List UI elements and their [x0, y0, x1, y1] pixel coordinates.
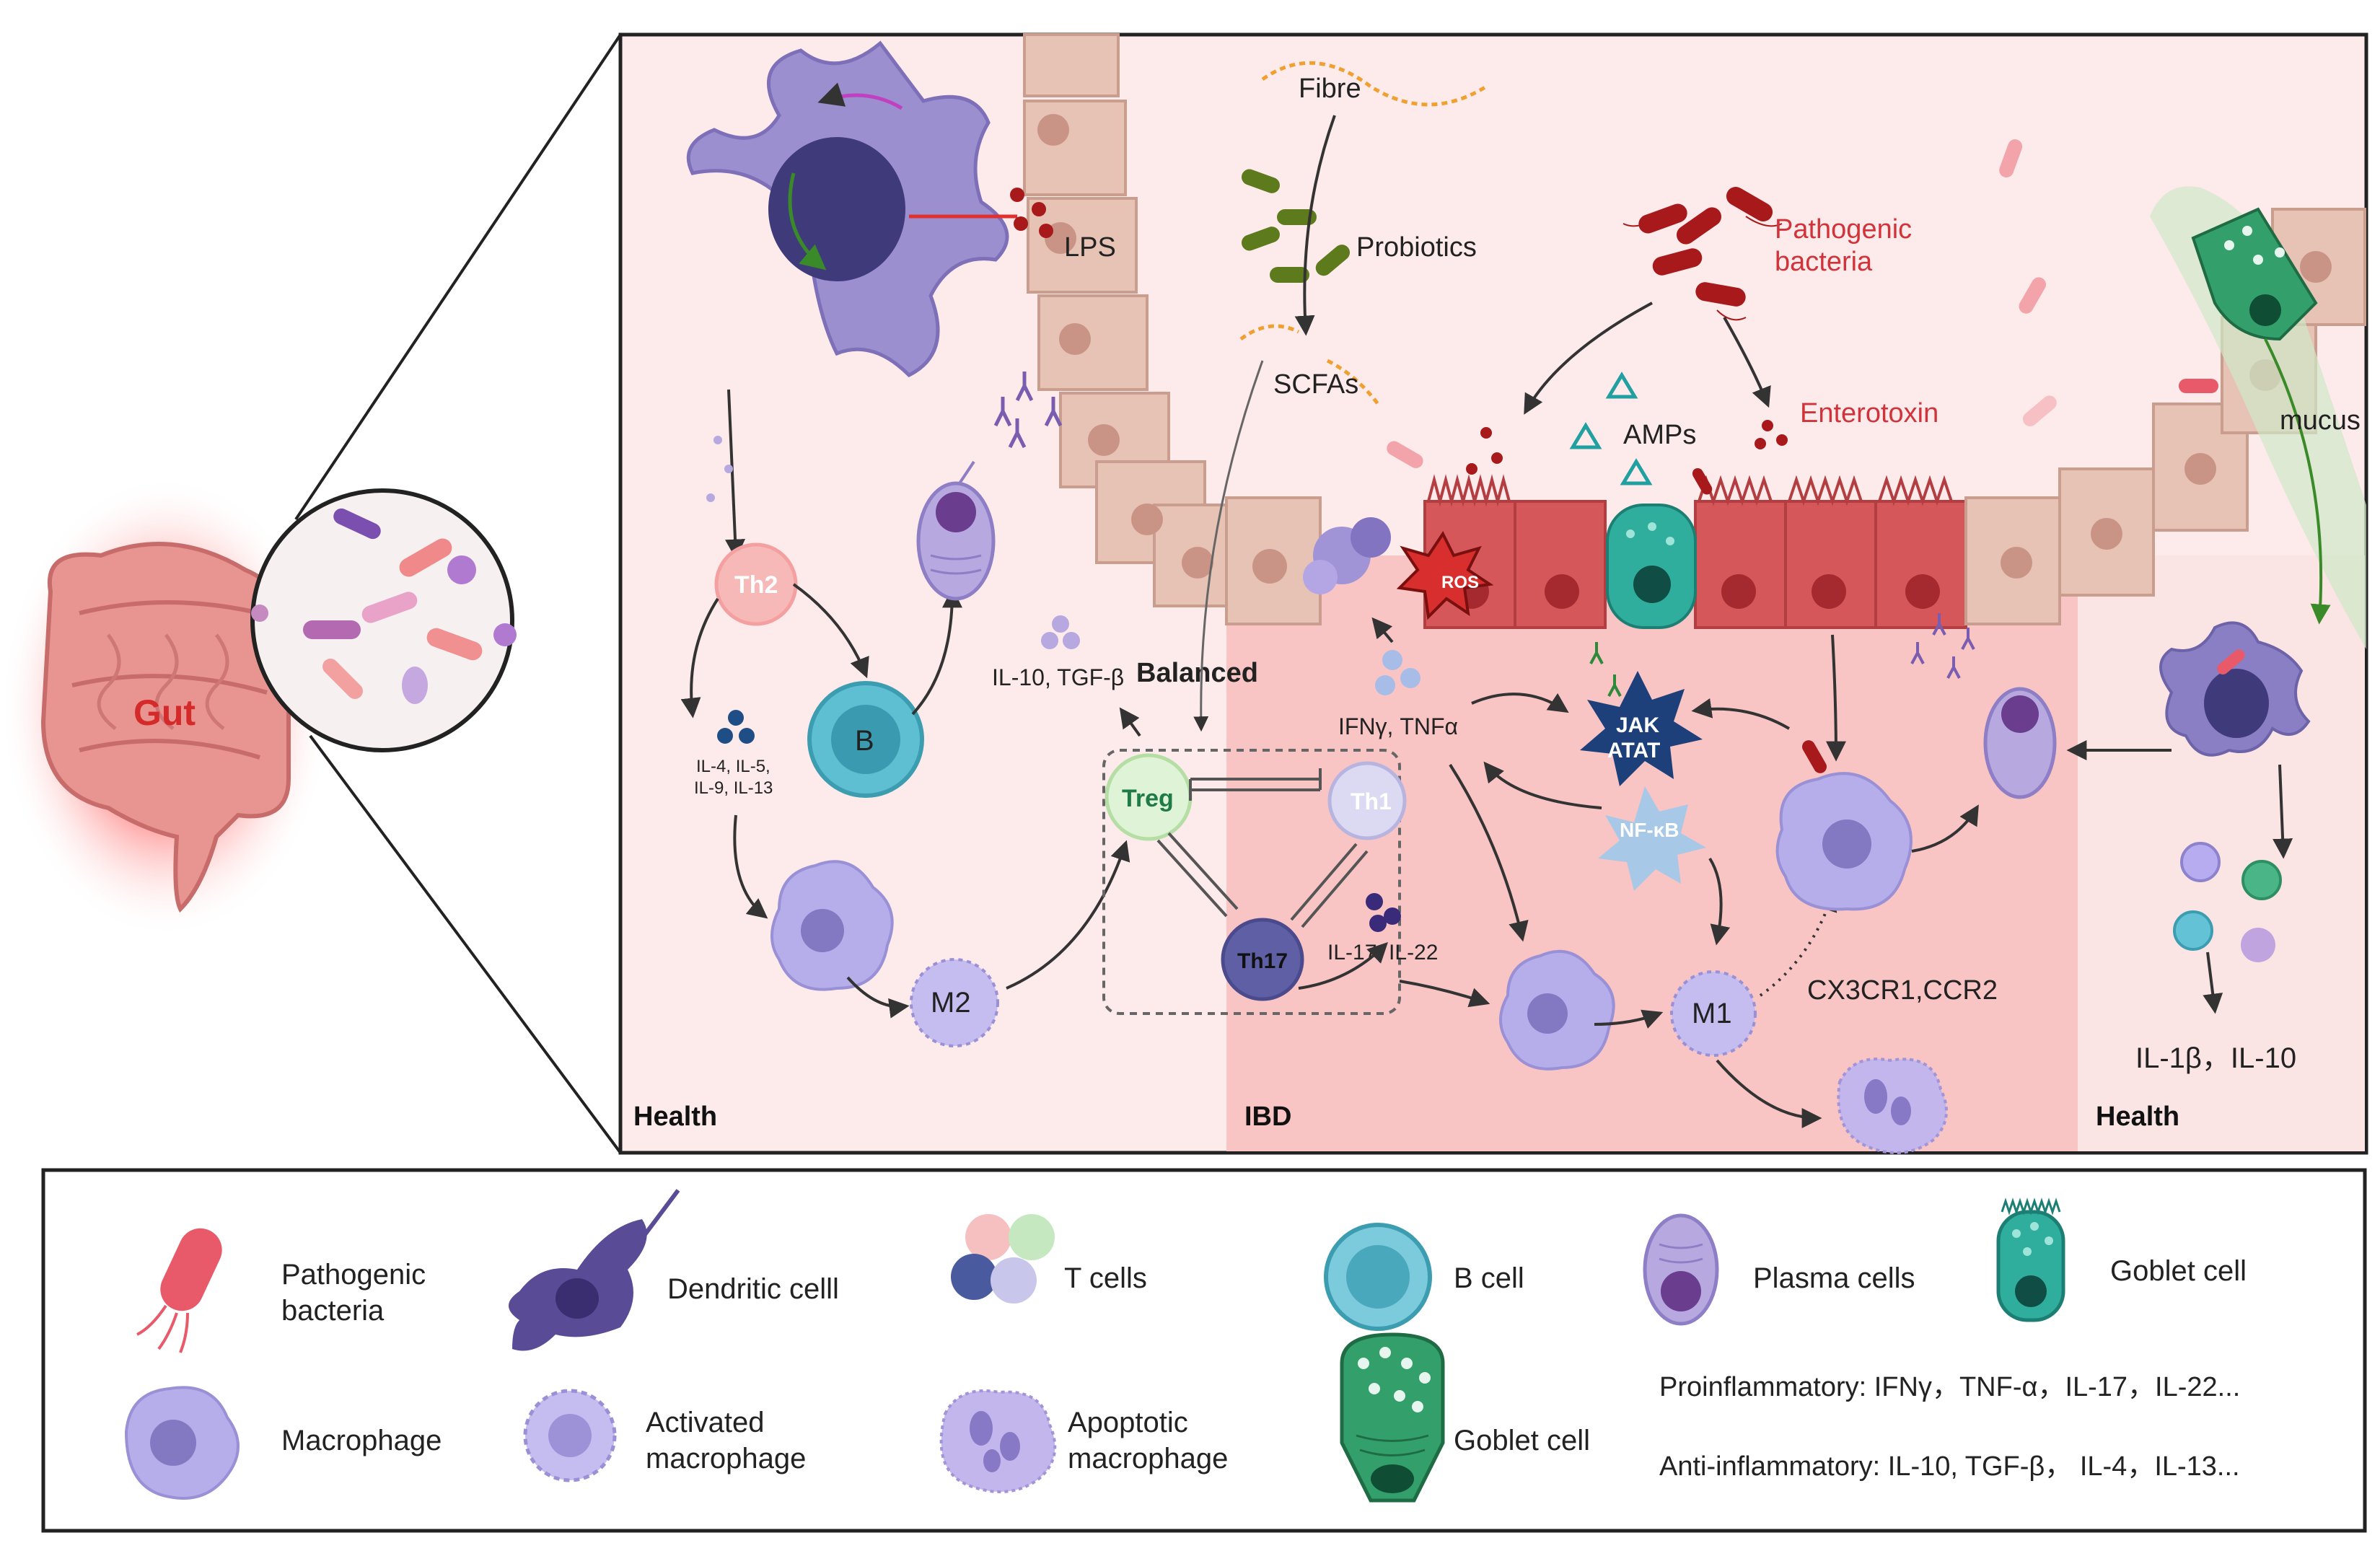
- plasma-cell: [916, 460, 996, 601]
- legend-apoptotic-icon: [939, 1389, 1057, 1493]
- th2-label: Th2: [734, 571, 778, 599]
- mucus-label: mucus: [2280, 405, 2361, 436]
- apoptotic-cluster: [1303, 517, 1391, 594]
- main-panel: mucus LPS Th2 IL-4, IL-5, IL-9, IL-13: [618, 32, 2368, 1155]
- macrophage-ibd: [1499, 949, 1615, 1071]
- legend-t-cells-icon: [951, 1214, 1055, 1304]
- lps-label: LPS: [1064, 232, 1116, 263]
- m1-macrophage: M1: [1670, 970, 1757, 1057]
- th1-cell: Th1: [1327, 761, 1407, 840]
- probiotics: [1241, 169, 1351, 283]
- jak-stat-burst: JAK ATAT: [1580, 671, 1703, 786]
- il17-il22-label: IL-17, IL-22: [1327, 941, 1438, 964]
- epithelium-column: [1023, 33, 1257, 607]
- legend-goblet-teal-icon: [1996, 1197, 2065, 1322]
- macrophage-engulfing: [1775, 740, 1913, 911]
- legend-b-cell-icon: [1324, 1223, 1432, 1331]
- b-cell: B: [807, 681, 924, 798]
- jak-label-1: JAK: [1616, 713, 1659, 737]
- m2-label: M2: [931, 987, 971, 1019]
- region-health-right: Health: [2096, 1102, 2179, 1132]
- il1b-il10-label: IL-1β，IL-10: [2135, 1042, 2296, 1074]
- th2-cell: Th2: [714, 542, 798, 626]
- region-ibd: IBD: [1244, 1102, 1291, 1132]
- legend-dendritic: Dendritic celll: [667, 1273, 839, 1305]
- th17-cell: Th17: [1221, 918, 1304, 1001]
- dendritic-cell-top: [686, 40, 1017, 378]
- nfkb-label: NF-κB: [1620, 819, 1679, 841]
- ifng-tnfa-label: IFNγ, TNFα: [1338, 713, 1458, 739]
- amps-label: AMPs: [1623, 420, 1696, 450]
- legend-goblet-top: Goblet cell: [2110, 1255, 2247, 1287]
- legend-macrophage: Macrophage: [281, 1425, 442, 1456]
- il4-line1: IL-4, IL-5,: [696, 757, 770, 776]
- region-health-left: Health: [633, 1102, 717, 1132]
- macrophage-left: [770, 860, 894, 991]
- apoptotic-macrophage-ibd: [1837, 1058, 1948, 1154]
- treg-cell: Treg: [1105, 753, 1193, 841]
- pathogenic-bacteria-cluster: [1622, 187, 1783, 321]
- probiotics-label: Probiotics: [1356, 232, 1477, 263]
- th1-label: Th1: [1351, 788, 1392, 814]
- legend: Pathogenic bacteria Dendritic celll T ce…: [41, 1168, 2367, 1533]
- ros-burst: ROS: [1396, 531, 1494, 620]
- m1-label: M1: [1692, 998, 1732, 1029]
- gut-label: Gut: [133, 693, 196, 733]
- b-label: B: [855, 725, 874, 757]
- th17-label: Th17: [1237, 949, 1288, 973]
- legend-apoptotic-2: macrophage: [1068, 1443, 1228, 1474]
- legend-pathogenic-2: bacteria: [281, 1295, 385, 1327]
- legend-goblet-green-icon: [1340, 1332, 1445, 1503]
- goblet-cell-mucus: mucus: [2150, 186, 2366, 649]
- legend-plasma: Plasma cells: [1753, 1262, 1915, 1294]
- treg-label: Treg: [1122, 785, 1174, 812]
- legend-pathogenic-bacteria-icon: [136, 1228, 222, 1353]
- gut-illustration: Gut: [0, 476, 332, 938]
- legend-t-cells: T cells: [1064, 1262, 1147, 1294]
- dendritic-cell-right: [2159, 621, 2311, 757]
- pathogenic-label-2: bacteria: [1775, 247, 1873, 277]
- legend-activated-icon: [523, 1389, 617, 1482]
- legend-activated-2: macrophage: [646, 1443, 806, 1474]
- cx3cr1-label: CX3CR1,CCR2: [1807, 975, 1998, 1006]
- m2-macrophage: M2: [910, 958, 999, 1047]
- plasma-cell-right: [1983, 687, 2057, 799]
- legend-anti-inflammatory: Anti-inflammatory: IL-10, TGF-β， IL-4，IL…: [1659, 1451, 2240, 1482]
- balanced-label: Balanced: [1136, 658, 1258, 688]
- legend-b-cell: B cell: [1454, 1262, 1524, 1294]
- legend-dendritic-icon: [509, 1189, 680, 1351]
- nfkb-burst: NF-κB: [1598, 786, 1706, 891]
- scfas-label: SCFAs: [1273, 369, 1358, 400]
- legend-pathogenic-1: Pathogenic: [281, 1259, 426, 1291]
- il10-tgfb-label: IL-10, TGF-β: [992, 664, 1124, 690]
- legend-goblet-bottom: Goblet cell: [1454, 1425, 1590, 1456]
- jak-label-2: ATAT: [1607, 739, 1660, 762]
- legend-macrophage-icon: [124, 1386, 240, 1500]
- legend-plasma-icon: [1643, 1213, 1719, 1326]
- enterotoxin-label: Enterotoxin: [1800, 398, 1938, 428]
- ros-label: ROS: [1441, 573, 1479, 592]
- legend-activated-1: Activated: [646, 1407, 765, 1438]
- legend-proinflammatory: Proinflammatory: IFNγ，TNF-α，IL-17，IL-22.…: [1659, 1372, 2240, 1402]
- il4-line2: IL-9, IL-13: [694, 778, 773, 798]
- legend-apoptotic-1: Apoptotic: [1068, 1407, 1188, 1438]
- fibre-label: Fibre: [1299, 74, 1361, 104]
- microbiota-zoom-circle: [250, 488, 517, 752]
- pathogenic-label-1: Pathogenic: [1775, 214, 1912, 245]
